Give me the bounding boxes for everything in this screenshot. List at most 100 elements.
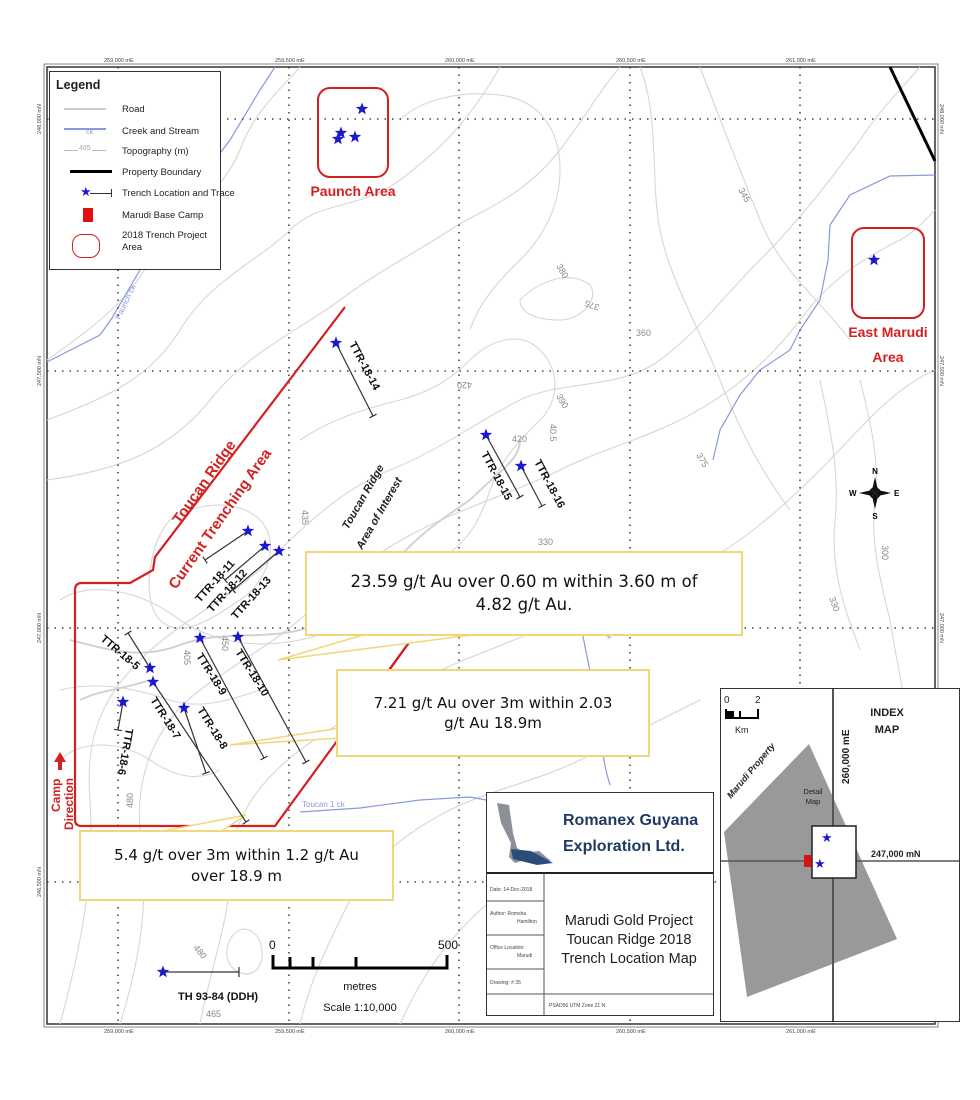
trench-star-icon bbox=[116, 695, 130, 708]
trench-trace-ttr-18-16 bbox=[520, 465, 543, 507]
trench-star-icon bbox=[258, 539, 272, 552]
contour-label: 420 bbox=[512, 434, 527, 444]
easting-top-1: 259,500 mE bbox=[275, 58, 305, 64]
legend-item-creek: ck Creek and Stream bbox=[56, 124, 199, 138]
location-star-icon bbox=[331, 132, 345, 145]
easting-bottom-3: 260,500 mE bbox=[616, 1029, 646, 1035]
trench-trace-ttr-18-14 bbox=[335, 342, 374, 417]
trench-trace-end bbox=[260, 755, 268, 761]
contour-label: 420 bbox=[457, 380, 472, 390]
trench-trace-end bbox=[202, 771, 210, 775]
trench-star-icon bbox=[193, 631, 207, 644]
drawing-date: Date: 14-Dec-2018 bbox=[490, 887, 532, 893]
index-scale-unit: Km bbox=[735, 725, 749, 735]
legend-title: Legend bbox=[56, 78, 101, 92]
index-star-icon: ★ bbox=[821, 830, 833, 845]
contour-labels: 345 380 375 360 420 390 40.5 420 435 330… bbox=[125, 186, 890, 1019]
contour-label: 300 bbox=[880, 545, 890, 560]
easting-top-2: 260,000 mE bbox=[445, 58, 475, 64]
trench-trace-end bbox=[202, 556, 208, 564]
legend-item-topography: 465 Topography (m) bbox=[56, 144, 189, 158]
callout-3-line-1: 5.4 g/t over 3m within 1.2 g/t Au bbox=[114, 846, 359, 865]
boundary-line-icon bbox=[70, 170, 112, 173]
trench-trace-end bbox=[229, 586, 237, 594]
trench-star-icon bbox=[329, 336, 343, 349]
index-scale-start: 0 bbox=[724, 695, 730, 706]
trench-trace-end bbox=[516, 494, 524, 500]
index-easting-label: 260,000 mE bbox=[841, 729, 852, 784]
location-star-icon bbox=[355, 102, 369, 115]
trench-star-icon bbox=[143, 661, 157, 674]
trench-star-icon bbox=[146, 675, 160, 688]
location-star-icon bbox=[867, 253, 881, 266]
trench-trace-end bbox=[221, 576, 229, 584]
trench-trace-end bbox=[113, 728, 123, 732]
easting-bottom-1: 259,500 mE bbox=[275, 1029, 305, 1035]
compass-s: S bbox=[872, 512, 878, 521]
compass-n: N bbox=[872, 467, 878, 476]
contour-label: 450 bbox=[220, 636, 230, 651]
detail-map-box bbox=[811, 825, 857, 879]
location-star-icon bbox=[334, 126, 348, 139]
drillhole-label: TH 93-84 (DDH) bbox=[178, 991, 258, 1003]
trench-trace-end bbox=[302, 759, 310, 765]
base-camp-marker bbox=[804, 855, 811, 867]
map-outer-frame bbox=[43, 63, 939, 1028]
legend-item-project-area: 2018 Trench Project Area bbox=[56, 230, 212, 260]
index-northing-label: 247,000 mN bbox=[871, 849, 921, 859]
trench-trace-end bbox=[242, 819, 250, 825]
index-map-title-1: INDEX bbox=[870, 707, 904, 719]
contour-label: 40.5 bbox=[548, 424, 558, 442]
trench-star-icon bbox=[177, 701, 191, 714]
callout-2-line-1: 7.21 g/t Au over 3m within 2.03 bbox=[373, 693, 613, 712]
index-star-icon: ★ bbox=[814, 856, 826, 871]
legend-item-camp: Marudi Base Camp bbox=[56, 208, 203, 222]
toucan-1-creek-label: Toucan 1 ck bbox=[302, 800, 346, 809]
base-camp-icon bbox=[83, 208, 93, 222]
trench-trace-ttr-18-10 bbox=[237, 636, 307, 763]
easting-bottom-4: 261,000 mE bbox=[786, 1029, 816, 1035]
contour-label: 465 bbox=[206, 1009, 221, 1019]
compass-e: E bbox=[894, 489, 900, 498]
index-detail-label-1: Detail bbox=[803, 787, 823, 796]
trench-trace-ttr-18-8 bbox=[183, 707, 207, 774]
callout-1-line-1: 23.59 g/t Au over 0.60 m within 3.60 m o… bbox=[350, 572, 698, 592]
northing-right-2: 247,000 mN bbox=[938, 613, 944, 643]
contour-label: 405 bbox=[182, 650, 192, 665]
camp-direction-label-2: Direction bbox=[62, 778, 76, 830]
contour-label: 360 bbox=[636, 328, 651, 338]
legend-item-road: Road bbox=[56, 102, 145, 116]
paunch-area-box bbox=[317, 87, 389, 178]
trench-trace-ttr-18-9 bbox=[199, 637, 265, 759]
company-name-line-2: Exploration Ltd. bbox=[563, 838, 685, 855]
paunch-area-label: Paunch Area bbox=[310, 183, 395, 199]
trench-star-icon bbox=[241, 524, 255, 537]
map-title-line-2: Toucan Ridge 2018 bbox=[567, 932, 692, 948]
easting-bottom-0: 259,000 mE bbox=[104, 1029, 134, 1035]
arrow-up-icon bbox=[54, 752, 66, 770]
drawing-author-1: Author: Romsha bbox=[490, 911, 526, 917]
index-detail-label-2: Map bbox=[806, 797, 821, 806]
compass-w: W bbox=[849, 489, 857, 498]
camp-direction-arrow bbox=[54, 752, 66, 770]
trench-trace-ttr-18-6 bbox=[117, 701, 124, 731]
trench-star-icon bbox=[231, 630, 245, 643]
toucan-ridge-trench-area bbox=[73, 306, 414, 828]
eagle-logo-icon bbox=[497, 803, 553, 865]
trench-trace-ttr-18-12 bbox=[224, 545, 266, 581]
legend-item-trench: ★ Trench Location and Trace bbox=[80, 184, 235, 199]
contour-label: 480 bbox=[125, 793, 135, 808]
trench-star-icon bbox=[272, 544, 286, 557]
title-block: Romanex Guyana Exploration Ltd. Date: 14… bbox=[486, 792, 714, 1016]
road-line-icon bbox=[64, 108, 106, 110]
trench-star-icon bbox=[479, 428, 493, 441]
east-marudi-label-2: Area bbox=[872, 349, 903, 365]
trench-traces bbox=[113, 342, 546, 825]
northing-right-1: 247,500 mN bbox=[938, 356, 944, 386]
index-map-title-2: MAP bbox=[875, 724, 899, 736]
trench-star-icon bbox=[514, 459, 528, 472]
north-arrow-compass: N S E W bbox=[849, 467, 900, 521]
trench-trace-ttr-18-5 bbox=[127, 632, 151, 669]
northing-left-2: 247,000 mN bbox=[37, 613, 43, 643]
map-title-line-1: Marudi Gold Project bbox=[565, 913, 693, 929]
